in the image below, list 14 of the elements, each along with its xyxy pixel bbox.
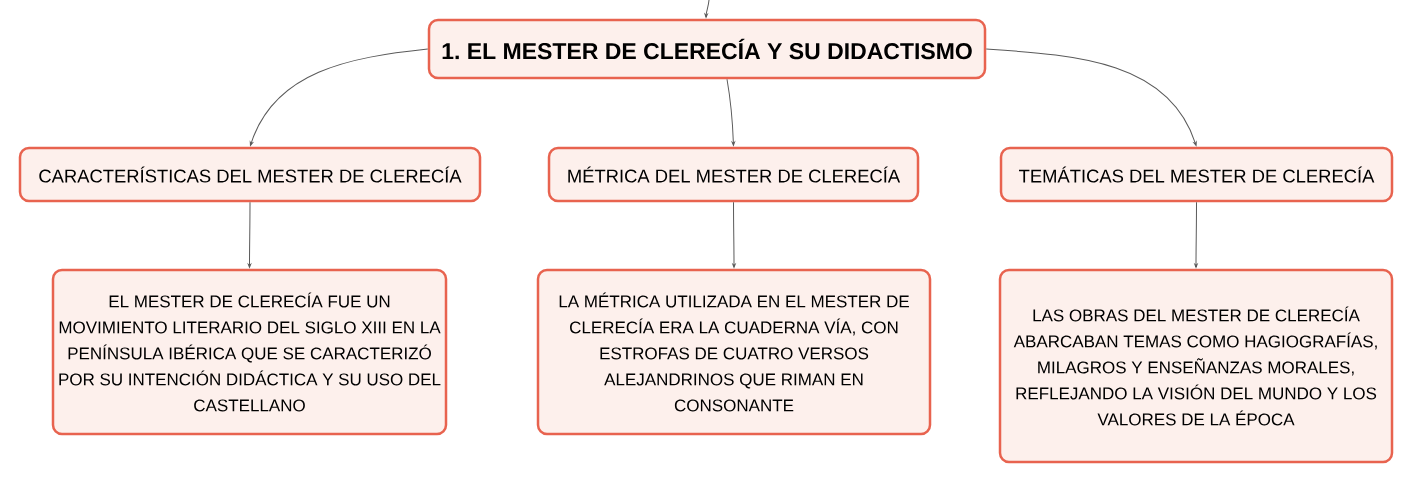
- subtopic-box: MÉTRICA DEL MESTER DE CLERECÍA: [547, 146, 920, 203]
- arrow: [704, 0, 710, 18]
- description-box: LAS OBRAS DEL MESTER DE CLERECÍA ABARCABAN TEMAS COMO HAGIOGRAFÍAS, MILAGROS Y ENSEÑANZAS MORALES, REFLEJANDO LA VISIÓN DEL MUNDO Y LOS VALORES DE LA ÉPOCA: [998, 268, 1394, 464]
- description-box: EL MESTER DE CLERECÍA FUE UN MOVIMIENTO LITERARIO DEL SIGLO XIII EN LA PENÍNSULA IBÉRICA QUE SE CARACTERIZÓ POR SU INTENCIÓN DIDÁCTICA Y SU USO DEL CASTELLANO: [51, 268, 448, 436]
- arrow: [1194, 201, 1198, 268]
- subtopic-box: CARACTERÍSTICAS DEL MESTER DE CLERECÍA: [18, 146, 482, 203]
- description-box: LA MÉTRICA UTILIZADA EN EL MESTER DE CLERECÍA ERA LA CUADERNA VÍA, CON ESTROFAS DE CUATRO VERSOS ALEJANDRINOS QUE RIMAN EN CONSONANTE: [536, 268, 932, 436]
- arrow: [249, 48, 429, 146]
- arrow: [726, 78, 735, 146]
- subtopic-box: TEMÁTICAS DEL MESTER DE CLERECÍA: [999, 146, 1394, 203]
- arrow: [985, 48, 1197, 146]
- arrow: [247, 201, 252, 268]
- arrow: [732, 201, 736, 268]
- topic-box: 1. EL MESTER DE CLERECÍA Y SU DIDACTISMO: [427, 18, 987, 80]
